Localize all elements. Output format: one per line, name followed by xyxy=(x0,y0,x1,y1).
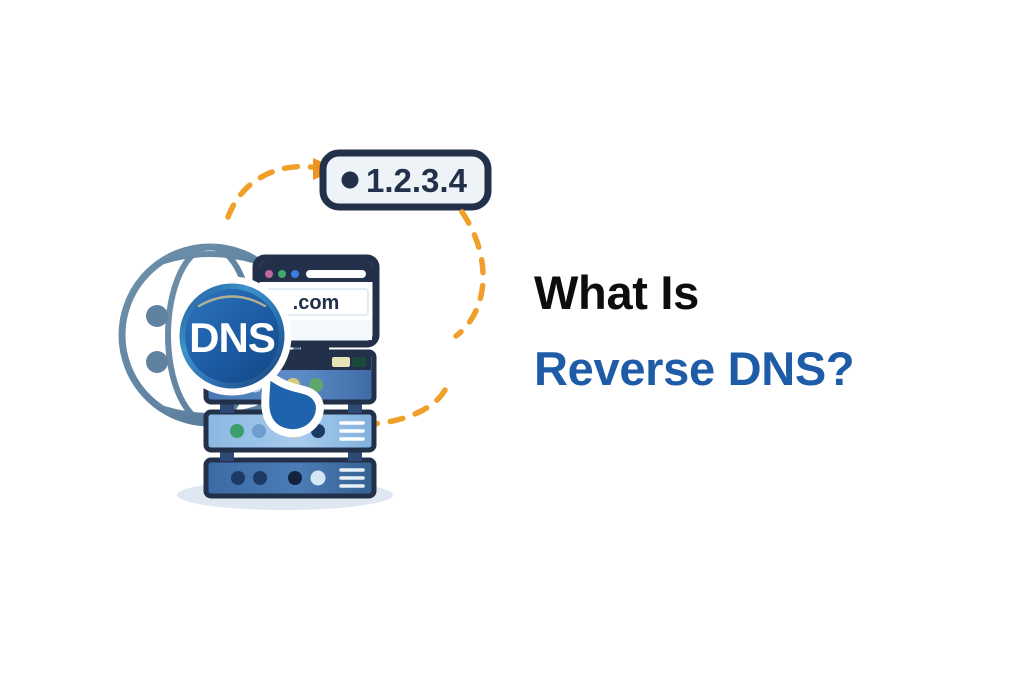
browser-dot-2 xyxy=(278,270,286,278)
browser-domain-text: .com xyxy=(293,292,340,314)
browser-url-bar-top xyxy=(306,270,366,278)
headline-block: What Is Reverse DNS? xyxy=(534,255,974,407)
ip-badge-value: 1.2.3.4 xyxy=(366,162,468,199)
headline-line-1: What Is xyxy=(534,266,700,319)
dashed-arrow-left xyxy=(225,163,321,220)
server-unit-bottom xyxy=(203,457,377,499)
browser-dot-3 xyxy=(291,270,299,278)
browser-dot-1 xyxy=(265,270,273,278)
magnifier-lens xyxy=(185,289,279,383)
ip-badge-dot xyxy=(341,171,359,189)
dns-magnifier: DNS xyxy=(172,276,324,438)
reverse-dns-illustration: 1.2.3.4 .com xyxy=(110,140,520,530)
magnifier-handle xyxy=(261,368,324,438)
headline-line-2: Reverse DNS? xyxy=(534,342,855,395)
ip-address-badge: 1.2.3.4 xyxy=(319,149,492,211)
magnifier-dns-label: DNS xyxy=(189,314,275,361)
